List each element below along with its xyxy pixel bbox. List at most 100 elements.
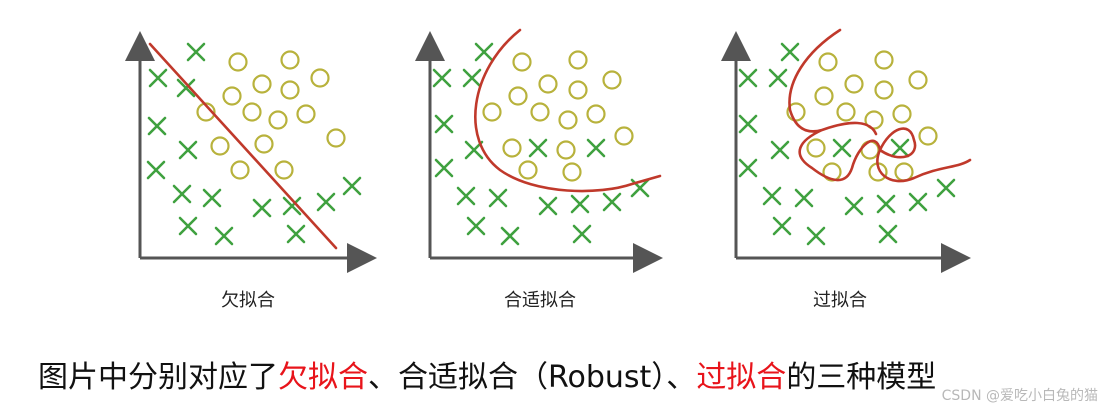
- x-mark-icon: [738, 158, 758, 178]
- circle-icon: [254, 134, 274, 154]
- x-mark-icon: [586, 138, 606, 158]
- robust-fit-label: 合适拟合: [504, 290, 576, 311]
- x-mark-icon: [252, 198, 272, 218]
- x-mark-icon: [474, 42, 494, 62]
- circle-icon: [806, 138, 826, 158]
- circle-icon: [818, 52, 838, 72]
- x-mark-icon: [432, 68, 452, 88]
- x-mark-icon: [176, 78, 196, 98]
- caption-text: 图片中分别对应了: [38, 360, 278, 395]
- circle-icon: [326, 128, 346, 148]
- circle-icon: [274, 160, 294, 180]
- circle-icon: [874, 50, 894, 70]
- circle-icon: [296, 104, 316, 124]
- x-mark-icon: [528, 138, 548, 158]
- circle-icon: [814, 86, 834, 106]
- watermark: CSDN @爱吃小白兔的猫: [941, 388, 1098, 404]
- circle-icon: [512, 52, 532, 72]
- circle-icon: [230, 160, 250, 180]
- x-mark-icon: [316, 192, 336, 212]
- circle-icon: [874, 80, 894, 100]
- x-mark-icon: [456, 186, 476, 206]
- x-mark-icon: [434, 114, 454, 134]
- circle-icon: [508, 86, 528, 106]
- x-mark-icon: [572, 224, 592, 244]
- x-mark-icon: [772, 216, 792, 236]
- x-mark-icon: [342, 176, 362, 196]
- x-mark-icon: [780, 42, 800, 62]
- robust-fit-panel: [415, 28, 663, 273]
- caption-text: 的三种模型: [786, 360, 937, 395]
- circle-icon: [556, 140, 576, 160]
- circle-icon: [558, 110, 578, 130]
- x-mark-icon: [202, 188, 222, 208]
- x-mark-icon: [806, 226, 826, 246]
- decision-boundary: [474, 28, 662, 193]
- circle-icon: [586, 104, 606, 124]
- overfit-panel: [721, 28, 972, 273]
- circle-icon: [530, 102, 550, 122]
- x-mark-icon: [878, 224, 898, 244]
- x-mark-icon: [178, 216, 198, 236]
- circle-icon: [210, 136, 230, 156]
- circle-icon: [894, 162, 914, 182]
- x-mark-icon: [570, 194, 590, 214]
- x-mark-icon: [214, 226, 234, 246]
- x-mark-icon: [844, 196, 864, 216]
- x-mark-icon: [908, 192, 928, 212]
- circle-icon: [562, 162, 582, 182]
- x-mark-icon: [466, 216, 486, 236]
- x-mark-icon: [286, 224, 306, 244]
- x-mark-icon: [186, 42, 206, 62]
- x-mark-icon: [738, 114, 758, 134]
- underfit-label: 欠拟合: [221, 290, 275, 311]
- caption: 图片中分别对应了欠拟合、合适拟合（Robust）、过拟合的三种模型: [38, 352, 936, 396]
- x-mark-icon: [890, 138, 910, 158]
- x-mark-icon: [462, 68, 482, 88]
- circle-icon: [844, 74, 864, 94]
- circle-icon: [908, 70, 928, 90]
- circle-icon: [502, 138, 522, 158]
- x-mark-icon: [602, 192, 622, 212]
- circle-icon: [568, 80, 588, 100]
- caption-underfit: 欠拟合: [278, 360, 368, 395]
- circle-icon: [568, 50, 588, 70]
- x-mark-icon: [148, 68, 168, 88]
- x-mark-icon: [172, 184, 192, 204]
- decision-boundary: [788, 28, 972, 183]
- circle-icon: [602, 70, 622, 90]
- circle-icon: [222, 86, 242, 106]
- x-mark-icon: [794, 188, 814, 208]
- x-mark-icon: [282, 196, 302, 216]
- x-mark-icon: [488, 188, 508, 208]
- fitting-diagram: [125, 28, 972, 273]
- circle-icon: [310, 68, 330, 88]
- x-mark-icon: [770, 140, 790, 160]
- x-mark-icon: [762, 186, 782, 206]
- circle-icon: [242, 102, 262, 122]
- caption-text: 、合适拟合（Robust）、: [368, 360, 697, 395]
- caption-overfit: 过拟合: [696, 360, 787, 395]
- circle-icon: [228, 52, 248, 72]
- circle-icon: [518, 160, 538, 180]
- circle-icon: [892, 104, 912, 124]
- x-mark-icon: [500, 226, 520, 246]
- x-mark-icon: [876, 194, 896, 214]
- circle-icon: [280, 50, 300, 70]
- decision-boundary: [148, 42, 338, 250]
- circle-icon: [538, 74, 558, 94]
- x-mark-icon: [936, 178, 956, 198]
- x-mark-icon: [538, 196, 558, 216]
- x-mark-icon: [146, 160, 166, 180]
- underfit-panel: [125, 31, 377, 273]
- circle-icon: [614, 126, 634, 146]
- circle-icon: [836, 102, 856, 122]
- x-mark-icon: [434, 158, 454, 178]
- x-mark-icon: [178, 140, 198, 160]
- x-mark-icon: [147, 116, 167, 136]
- circle-icon: [482, 102, 502, 122]
- x-mark-icon: [768, 68, 788, 88]
- circle-icon: [918, 126, 938, 146]
- circle-icon: [280, 80, 300, 100]
- circle-icon: [252, 74, 272, 94]
